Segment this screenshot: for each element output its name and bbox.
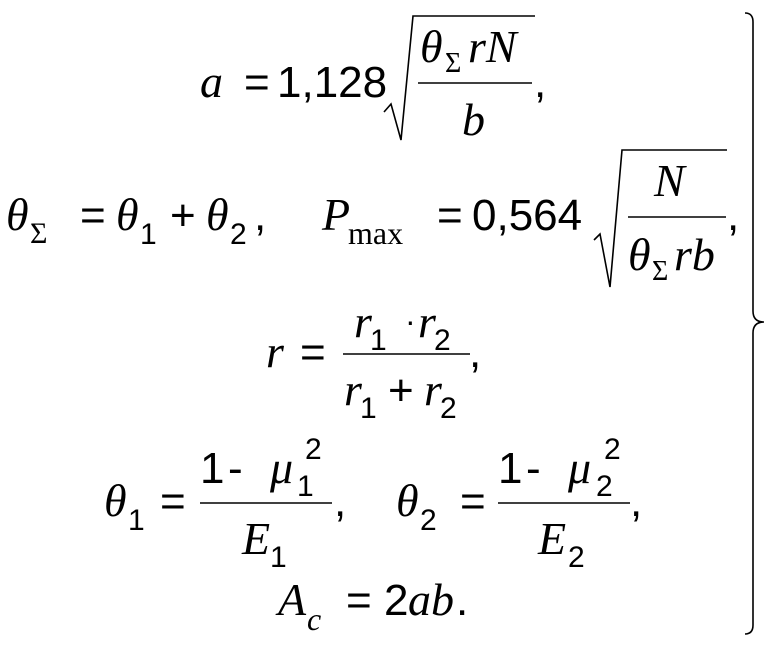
- num-N: N: [653, 155, 687, 206]
- comma: ,: [469, 328, 481, 377]
- equals-sign: =: [80, 191, 106, 240]
- sqrt-sign: [593, 149, 727, 288]
- num1-mu-sub: 1: [297, 470, 314, 503]
- equals-sign: =: [346, 576, 372, 625]
- num-theta: θ: [420, 21, 443, 72]
- theta-2: θ: [206, 189, 229, 240]
- equation-area: A c = 2 ab .: [275, 574, 468, 637]
- var-ab: ab: [408, 574, 454, 625]
- var-P: P: [321, 189, 350, 240]
- coefficient: 1,128: [277, 58, 387, 107]
- num-r2: r: [418, 296, 437, 347]
- coefficient: 2: [384, 576, 408, 625]
- right-brace: [744, 12, 765, 635]
- equals-sign: =: [300, 328, 326, 377]
- den-sub-1: 1: [360, 392, 377, 425]
- comma: ,: [534, 58, 546, 107]
- den-theta: θ: [628, 229, 651, 280]
- num-rN: rN: [468, 21, 519, 72]
- sub-1: 1: [140, 218, 157, 251]
- equals-sign-2: =: [437, 191, 463, 240]
- num-r1: r: [354, 296, 373, 347]
- var-A: A: [275, 574, 307, 625]
- num-sub-1: 1: [370, 324, 387, 357]
- num1-one: 1: [200, 444, 224, 493]
- comma-2: ,: [630, 477, 642, 526]
- num2-mu: μ: [567, 442, 591, 493]
- period: .: [456, 576, 468, 625]
- den1-E: E: [241, 513, 270, 564]
- sub-1: 1: [128, 504, 145, 537]
- sub-max: max: [348, 215, 403, 251]
- num1-minus: -: [228, 444, 243, 493]
- num1-mu: μ: [269, 442, 293, 493]
- den2-E: E: [537, 513, 566, 564]
- num-sigma-sub: Σ: [445, 48, 461, 79]
- sub-2: 2: [230, 218, 247, 251]
- theta-1: θ: [116, 189, 139, 240]
- den-sub-2: 2: [440, 392, 457, 425]
- equation-a: a = 1,128 θ Σ rN b ,: [200, 15, 546, 145]
- sub-2: 2: [420, 504, 437, 537]
- comma-2: ,: [727, 191, 739, 240]
- equals-sign-2: =: [460, 477, 486, 526]
- comma-1: ,: [334, 477, 346, 526]
- num-sub-2: 2: [434, 324, 451, 357]
- theta-2: θ: [396, 475, 419, 526]
- num-dot: ·: [405, 303, 416, 339]
- theta-1: θ: [104, 475, 127, 526]
- sub-c: c: [307, 601, 321, 637]
- var-r: r: [266, 326, 285, 377]
- den2-sub: 2: [568, 541, 585, 574]
- plus-sign: +: [170, 191, 196, 240]
- num1-mu-sup: 2: [305, 433, 322, 466]
- var-a: a: [200, 56, 223, 107]
- equals-sign: =: [244, 58, 270, 107]
- sigma-sub: Σ: [30, 217, 47, 250]
- sqrt-sign: [383, 15, 535, 141]
- den-r1: r: [344, 364, 363, 415]
- den1-sub: 1: [270, 541, 287, 574]
- num2-mu-sup: 2: [604, 433, 621, 466]
- den-b: b: [462, 94, 485, 145]
- den-sigma-sub: Σ: [652, 256, 668, 287]
- den-r2: r: [424, 364, 443, 415]
- coefficient: 0,564: [472, 191, 582, 240]
- comma: ,: [254, 191, 266, 240]
- den-plus: +: [388, 366, 414, 415]
- equation-r: r = r 1 · r 2 r 1 + r 2 ,: [266, 296, 481, 425]
- den-rb: rb: [674, 229, 715, 280]
- equation-theta-1-2: θ 1 = 1 - μ 1 2 E 1 , θ 2 = 1 - μ 2 2 E …: [104, 433, 642, 574]
- num2-minus: -: [526, 444, 541, 493]
- equation-theta-sum-pmax: θ Σ = θ 1 + θ 2 , P max = 0,564 N θ Σ rb…: [6, 149, 739, 288]
- equals-sign: =: [160, 477, 186, 526]
- theta: θ: [6, 189, 29, 240]
- num2-mu-sub: 2: [596, 470, 613, 503]
- num2-one: 1: [498, 444, 522, 493]
